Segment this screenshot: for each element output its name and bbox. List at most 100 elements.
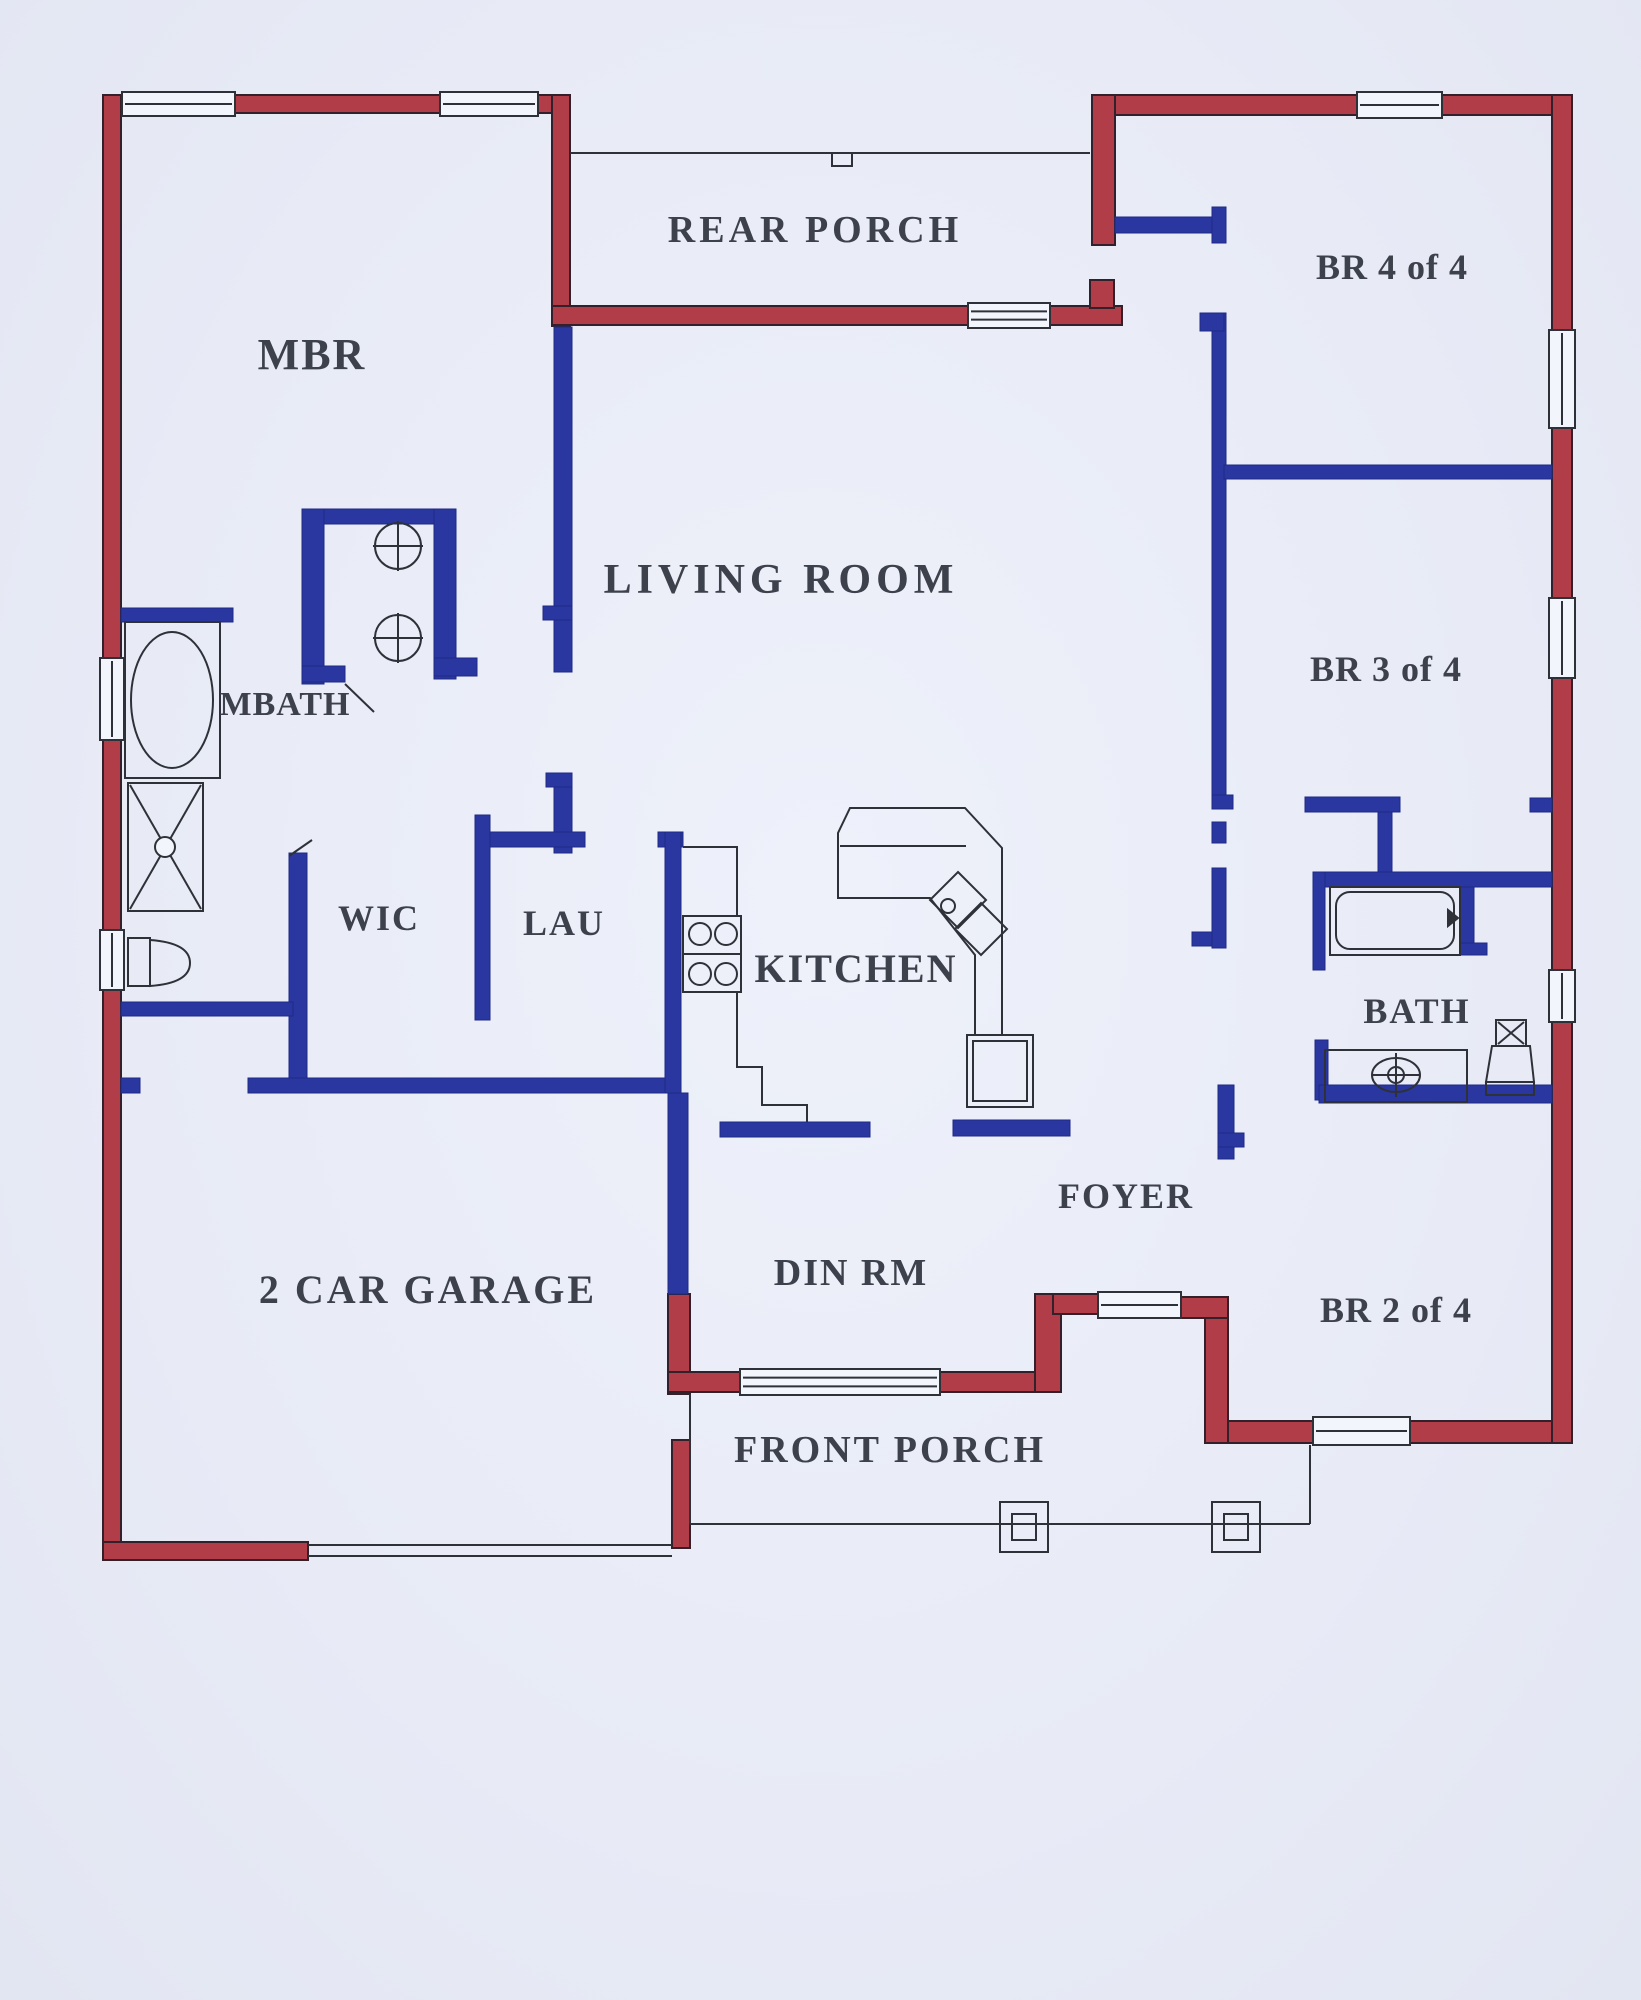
- window-porch-slider: [967, 302, 1051, 329]
- porch-east-jog-step: [1089, 279, 1115, 309]
- stove-burner-1: [688, 922, 712, 946]
- room-label-2-car-garage: 2 CAR GARAGE: [259, 1267, 597, 1312]
- br3-closet-east-stub: [1529, 797, 1553, 813]
- mbr-east-wall: [553, 326, 573, 609]
- west-wall-upper: [102, 94, 122, 659]
- kitchen-sink-basin-1: [928, 870, 988, 930]
- fridge-wall: [952, 1119, 1071, 1137]
- mbr-ne-corner-wall: [551, 94, 571, 327]
- bath-toilet-tank-x2: [1497, 1021, 1525, 1045]
- room-label-front-porch: FRONT PORCH: [734, 1429, 1046, 1471]
- room-label-br-3-of-4: BR 3 of 4: [1310, 649, 1462, 689]
- din-west-wall: [667, 1092, 689, 1295]
- shower-pan: [127, 782, 204, 912]
- foyer-front-wall: [1052, 1293, 1099, 1315]
- room-label-br-4-of-4: BR 4 of 4: [1316, 247, 1468, 287]
- kitchen-south-wall: [719, 1121, 871, 1138]
- mbath-south-wall: [120, 1001, 294, 1017]
- br2-door-jamb: [1217, 1132, 1245, 1148]
- wic-wall-cap: [288, 839, 313, 857]
- vanity-right-foot: [433, 657, 478, 677]
- room-label-rear-porch: REAR PORCH: [668, 209, 962, 251]
- kitchen-counter-upper: [837, 807, 1003, 1036]
- porch-south-wall-west: [551, 305, 969, 326]
- room-label-lau: LAU: [523, 903, 605, 943]
- mbath-tub-basin: [130, 631, 214, 769]
- stove-burner-2: [714, 922, 738, 946]
- br2-west-wall-upper: [1217, 1084, 1235, 1160]
- hall-wall-main-foot: [1211, 794, 1234, 810]
- corridor-wall-b-cap: [545, 772, 573, 788]
- bath-toilet-bowl: [1484, 1045, 1536, 1083]
- vanity-left-wall: [301, 508, 325, 685]
- bath-sink-bowl: [1371, 1057, 1421, 1093]
- br4-br3-divider: [1223, 464, 1553, 480]
- stove-burner-4: [714, 962, 738, 986]
- hall-wall-jamb: [1211, 821, 1227, 844]
- porch-left-red-post: [671, 1439, 691, 1549]
- wic-east-wall: [474, 814, 491, 1021]
- tub-right-wall: [1459, 886, 1475, 951]
- room-label-bath: BATH: [1363, 991, 1470, 1031]
- room-label-br-2-of-4: BR 2 of 4: [1320, 1290, 1472, 1330]
- garage-south-return: [102, 1541, 309, 1561]
- rear-porch-post-notch: [831, 152, 853, 167]
- mbr-east-foot: [542, 605, 573, 621]
- shower-drain: [154, 836, 176, 858]
- bath-tub-faucet: [1447, 907, 1460, 929]
- hall-wall-top-stub: [1211, 206, 1227, 244]
- br3-closet-wall: [1304, 796, 1401, 813]
- east-wall-br2: [1551, 1021, 1573, 1444]
- porch-post-1: [999, 1501, 1049, 1553]
- tub-right-foot: [1459, 942, 1488, 956]
- porch-post-2-inner: [1223, 1513, 1249, 1541]
- garage-north-stub: [120, 1077, 141, 1094]
- fridge: [966, 1034, 1034, 1108]
- br3-closet-side: [1377, 811, 1393, 876]
- hall-wall-main-cap: [1199, 312, 1225, 332]
- bath-tub-inner: [1335, 891, 1455, 950]
- stove: [682, 915, 742, 993]
- window-din-front: [739, 1368, 941, 1396]
- corridor-wall-a: [553, 619, 573, 673]
- kitchen-sink-faucet: [940, 898, 956, 914]
- mbath-toilet-tank: [127, 937, 151, 987]
- kitchen-counter-lower: [683, 846, 808, 1122]
- room-label-wic: WIC: [338, 898, 420, 938]
- bath-sink-counter: [1324, 1049, 1468, 1103]
- room-label-kitchen: KITCHEN: [755, 946, 958, 991]
- mbr-south-wall: [120, 607, 234, 623]
- kitchen-west-wall: [664, 831, 682, 1094]
- bath-tub: [1329, 886, 1461, 956]
- east-wall-br3: [1551, 677, 1573, 971]
- lau-north-wall: [474, 831, 586, 848]
- room-label-mbr: MBR: [258, 330, 367, 379]
- din-south-wall-west: [667, 1371, 741, 1393]
- hall-wall-main: [1211, 312, 1227, 808]
- hall-wall-lower: [1211, 867, 1227, 949]
- vanity-top-wall: [301, 508, 457, 525]
- vanity-sink-1: [374, 522, 422, 570]
- porch-east-jog-wall: [1091, 94, 1116, 246]
- stove-burner-3: [688, 962, 712, 986]
- vanity-left-foot: [301, 665, 346, 683]
- kitchen-sink-basin-2: [953, 901, 1009, 957]
- east-wall-br4-br3: [1551, 427, 1573, 599]
- foyer-east-flange: [1180, 1296, 1229, 1319]
- vanity-sink-2: [374, 614, 422, 662]
- bath-sink-inner: [1387, 1066, 1405, 1084]
- west-wall-mid: [102, 739, 122, 931]
- porch-post-1-inner: [1011, 1513, 1037, 1541]
- east-wall-br4: [1551, 94, 1573, 331]
- room-label-foyer: FOYER: [1058, 1176, 1194, 1216]
- porch-post-2: [1211, 1501, 1261, 1553]
- north-wall-br4-west: [1114, 94, 1358, 116]
- bath-north-wall: [1312, 871, 1553, 888]
- br4-west-link-wall: [1114, 216, 1213, 234]
- fridge-inner: [972, 1040, 1028, 1102]
- hall-wall-lower-foot: [1191, 931, 1213, 947]
- west-wall-lower: [102, 989, 122, 1561]
- br2-south-wall-east: [1409, 1420, 1553, 1444]
